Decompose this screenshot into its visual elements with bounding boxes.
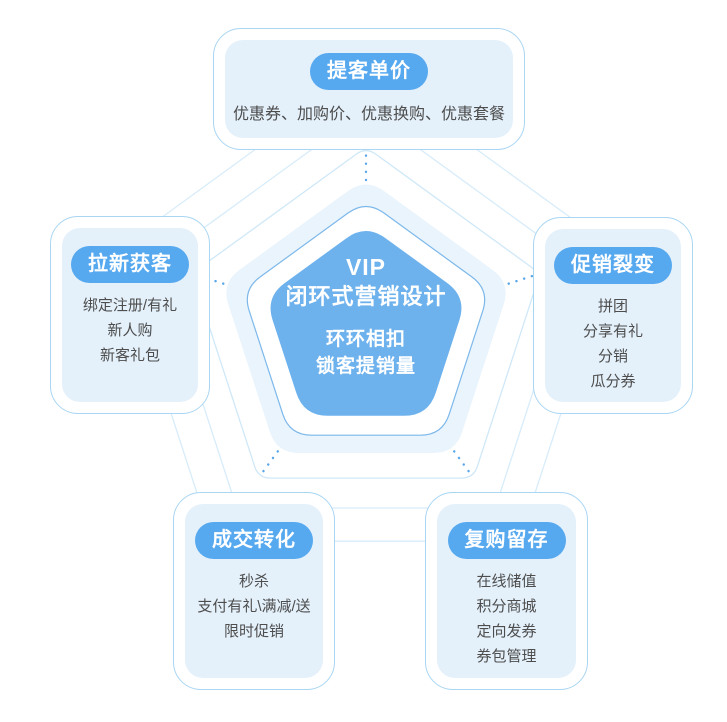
- list-item: 分享有礼: [582, 323, 643, 340]
- card-raise-unit-price-items: 优惠券、加购价、优惠换购、优惠套餐: [233, 102, 505, 127]
- card-deal-conversion-title-pill: 成交转化: [195, 522, 313, 559]
- card-acquire-new-customers-title-pill: 拉新获客: [71, 246, 189, 283]
- center-pentagon: [270, 231, 462, 416]
- list-item: 分销: [597, 348, 628, 365]
- card-promo-fission-items: 拼团 分享有礼 分销 瓜分券: [583, 294, 643, 394]
- card-promo-fission-title-pill: 促销裂变: [554, 247, 672, 284]
- card-acquire-new-customers: 拉新获客 绑定注册/有礼 新人购 新客礼包: [50, 216, 210, 414]
- card-repurchase-retention-title-pill: 复购留存: [447, 522, 566, 559]
- card-raise-unit-price-title-pill: 提客单价: [310, 53, 428, 90]
- list-item: 在线储值: [476, 573, 537, 590]
- card-promo-fission-panel: 促销裂变 拼团 分享有礼 分销 瓜分券: [545, 229, 681, 402]
- card-repurchase-retention-panel: 复购留存 在线储值 积分商城 定向发券 券包管理: [437, 504, 576, 678]
- list-item: 新客礼包: [99, 347, 160, 364]
- dotted-connector-line: [453, 450, 473, 477]
- dotted-connector-line: [507, 273, 539, 285]
- list-item: 券包管理: [476, 648, 537, 665]
- card-deal-conversion-items: 秒杀 支付有礼\满减/送 限时促销: [197, 569, 310, 644]
- card-deal-conversion: 成交转化 秒杀 支付有礼\满减/送 限时促销: [173, 492, 335, 690]
- card-repurchase-retention-items: 在线储值 积分商城 定向发券 券包管理: [476, 569, 536, 669]
- center-title-vip: VIP: [345, 254, 387, 280]
- list-item: 新人购: [107, 322, 153, 339]
- list-item: 优惠券、加购价、优惠换购、优惠套餐: [232, 106, 505, 123]
- card-repurchase-retention: 复购留存 在线储值 积分商城 定向发券 券包管理: [425, 492, 588, 690]
- center-subtitle-line2: 锁客提销量: [315, 356, 416, 377]
- dotted-connector-line: [259, 450, 279, 477]
- card-raise-unit-price-panel: 提客单价 优惠券、加购价、优惠换购、优惠套餐: [225, 40, 513, 138]
- list-item: 限时促销: [223, 623, 284, 640]
- center-subtitle: 环环相扣 锁客提销量: [266, 326, 466, 380]
- center-subtitle-line1: 环环相扣: [325, 329, 406, 350]
- list-item: 瓜分券: [590, 373, 636, 390]
- center-title-main: 闭环式营销设计: [285, 284, 447, 309]
- center-pentagon-text: VIP 闭环式营销设计 环环相扣 锁客提销量: [266, 252, 466, 380]
- list-item: 定向发券: [476, 623, 537, 640]
- list-item: 拼团: [597, 298, 628, 315]
- list-item: 绑定注册/有礼: [82, 297, 178, 314]
- card-promo-fission: 促销裂变 拼团 分享有礼 分销 瓜分券: [533, 217, 693, 414]
- card-raise-unit-price: 提客单价 优惠券、加购价、优惠换购、优惠套餐: [213, 28, 525, 150]
- card-acquire-new-customers-items: 绑定注册/有礼 新人购 新客礼包: [83, 293, 177, 368]
- card-acquire-new-customers-panel: 拉新获客 绑定注册/有礼 新人购 新客礼包: [62, 228, 198, 402]
- card-deal-conversion-panel: 成交转化 秒杀 支付有礼\满减/送 限时促销: [185, 504, 323, 678]
- list-item: 积分商城: [476, 598, 537, 615]
- list-item: 秒杀: [238, 573, 269, 590]
- list-item: 支付有礼\满减/送: [197, 598, 311, 615]
